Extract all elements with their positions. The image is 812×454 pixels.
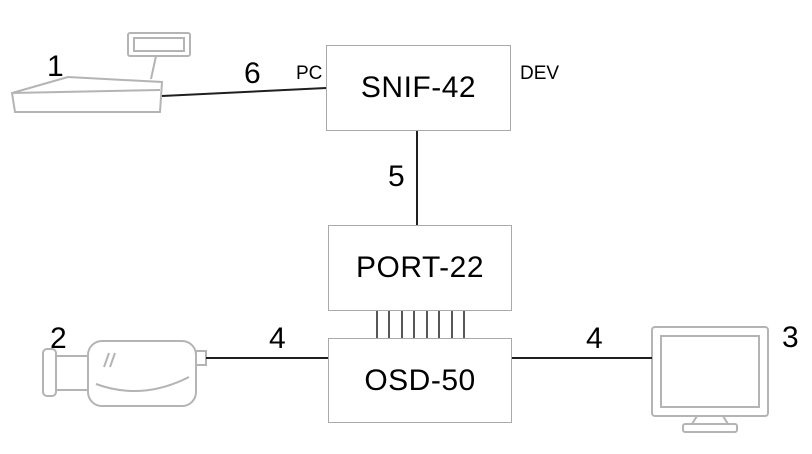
camera-icon: [42, 340, 207, 407]
node-port-22-label: PORT-22: [356, 251, 484, 284]
port-tag-dev: DEV: [520, 63, 560, 84]
device-number-camera: 2: [50, 322, 67, 355]
link-number-register-snif: 6: [244, 57, 261, 90]
link-number-camera-osd: 4: [269, 322, 286, 355]
node-port-22: PORT-22: [328, 225, 512, 311]
node-osd-50-label: OSD-50: [364, 363, 476, 397]
bus-ribbon-lines: [376, 311, 465, 338]
node-snif-42: SNIF-42: [326, 45, 511, 131]
device-number-cash-register: 1: [47, 50, 64, 83]
link-number-osd-monitor: 4: [586, 322, 603, 355]
connection-lines: [161, 87, 652, 359]
link-number-snif-port: 5: [388, 160, 405, 193]
cash-register-icon: [10, 32, 191, 113]
link-register-snif: [161, 87, 327, 97]
device-number-monitor: 3: [782, 321, 799, 354]
node-osd-50: OSD-50: [328, 338, 512, 423]
port-tag-pc: PC: [296, 63, 323, 84]
node-snif-42-label: SNIF-42: [360, 71, 477, 104]
monitor-icon: [651, 326, 769, 433]
